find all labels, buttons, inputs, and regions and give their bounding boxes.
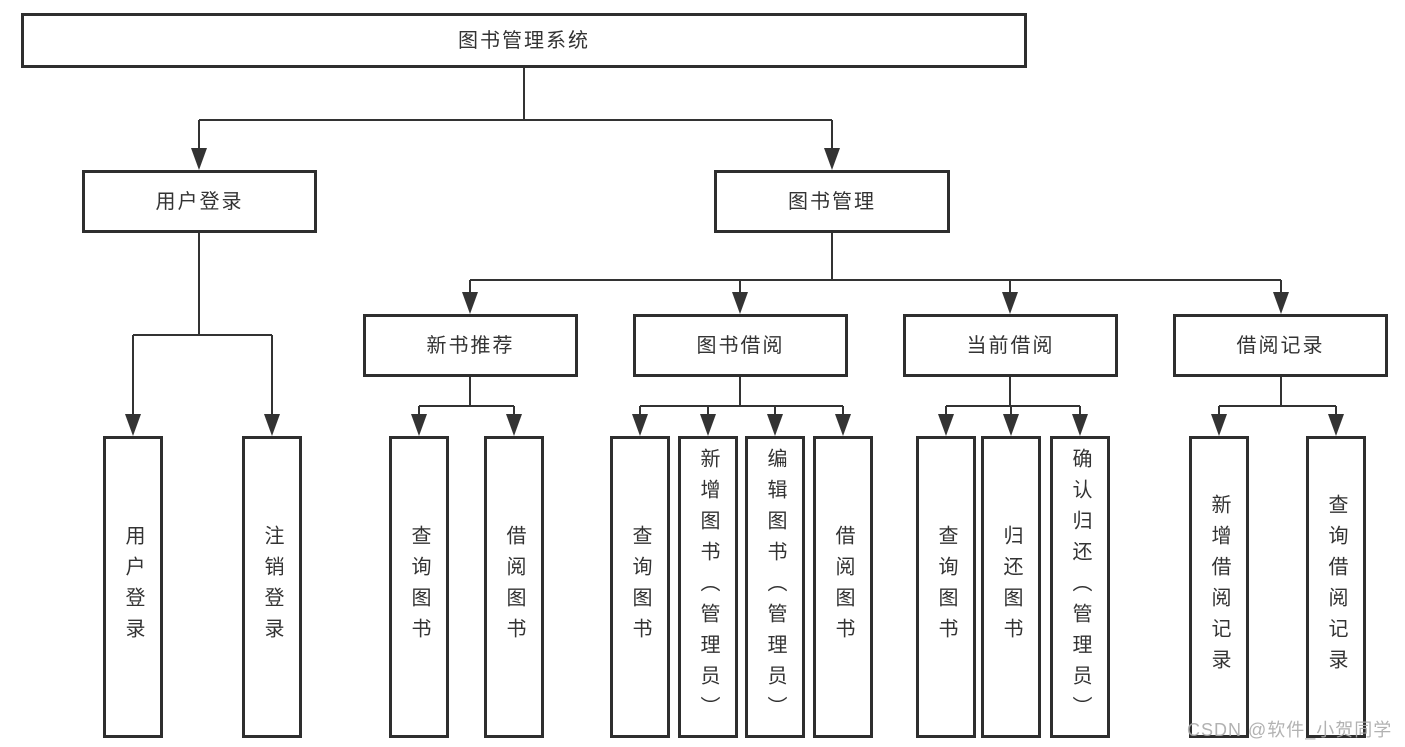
arrow-down-icon — [506, 414, 522, 436]
edge-line — [198, 68, 833, 150]
node-book-borrow: 图书借阅 — [633, 314, 848, 377]
node-book-mgmt: 图书管理 — [714, 170, 950, 233]
node-nb-borrow-books: 借阅图书 — [484, 436, 544, 738]
node-cb-return-books: 归还图书 — [981, 436, 1041, 738]
arrow-down-icon — [835, 414, 851, 436]
edge-line — [1218, 377, 1337, 416]
node-label: 借阅图书 — [503, 525, 525, 649]
watermark: CSDN @软件_小贺同学 — [1187, 720, 1393, 740]
node-bb-borrow-books: 借阅图书 — [813, 436, 873, 738]
node-br-add-record: 新增借阅记录 — [1189, 436, 1249, 738]
edge-book-borrow-children — [632, 377, 851, 436]
edge-line — [132, 233, 273, 416]
node-label: 查询图书 — [629, 525, 651, 649]
arrow-down-icon — [191, 148, 207, 170]
node-borrow-records: 借阅记录 — [1173, 314, 1388, 377]
node-label: 查询借阅记录 — [1325, 494, 1347, 680]
node-login: 用户登录 — [103, 436, 163, 738]
node-label: 新增借阅记录 — [1208, 494, 1230, 680]
edge-line — [469, 233, 1282, 294]
node-current-borrow: 当前借阅 — [903, 314, 1118, 377]
arrow-down-icon — [700, 414, 716, 436]
arrow-down-icon — [264, 414, 280, 436]
arrow-down-icon — [1328, 414, 1344, 436]
arrow-down-icon — [824, 148, 840, 170]
arrow-down-icon — [1072, 414, 1088, 436]
edge-current-borrow-children — [938, 377, 1088, 436]
node-label: 归还图书 — [1000, 525, 1022, 649]
node-label: 查询图书 — [408, 525, 430, 649]
edge-borrow-records-children — [1211, 377, 1344, 436]
arrow-down-icon — [732, 292, 748, 314]
node-logout: 注销登录 — [242, 436, 302, 738]
node-br-query-record: 查询借阅记录 — [1306, 436, 1366, 738]
node-label: 借阅图书 — [832, 525, 854, 649]
edge-line — [639, 377, 844, 416]
node-label: 新书推荐 — [426, 334, 515, 357]
node-label: 图书借阅 — [696, 334, 785, 357]
node-label: 当前借阅 — [966, 334, 1055, 357]
arrow-down-icon — [632, 414, 648, 436]
node-label: 图书管理 — [788, 190, 876, 213]
node-label: 编辑图书（管理员） — [764, 447, 786, 727]
edge-book-mgmt-children — [462, 233, 1289, 314]
arrow-down-icon — [462, 292, 478, 314]
edge-new-books-children — [411, 377, 522, 436]
arrow-down-icon — [1211, 414, 1227, 436]
node-label: 借阅记录 — [1236, 334, 1325, 357]
node-bb-edit-books: 编辑图书（管理员） — [745, 436, 805, 738]
edge-root-to-level2 — [191, 68, 840, 170]
arrow-down-icon — [1002, 292, 1018, 314]
arrow-down-icon — [938, 414, 954, 436]
arrow-down-icon — [1003, 414, 1019, 436]
edge-user-login-children — [125, 233, 280, 436]
edge-line — [945, 377, 1081, 416]
node-user-login: 用户登录 — [82, 170, 317, 233]
node-bb-query-books: 查询图书 — [610, 436, 670, 738]
edge-line — [418, 377, 515, 416]
node-root: 图书管理系统 — [21, 13, 1027, 68]
node-label: 确认归还（管理员） — [1069, 447, 1091, 727]
arrow-down-icon — [1273, 292, 1289, 314]
arrow-down-icon — [767, 414, 783, 436]
node-new-books: 新书推荐 — [363, 314, 578, 377]
node-cb-confirm-return: 确认归还（管理员） — [1050, 436, 1110, 738]
node-label: 图书管理系统 — [458, 29, 590, 52]
node-cb-query-books: 查询图书 — [916, 436, 976, 738]
node-bb-add-books: 新增图书（管理员） — [678, 436, 738, 738]
node-label: 用户登录 — [122, 525, 144, 649]
node-label: 新增图书（管理员） — [697, 447, 719, 727]
node-label: 查询图书 — [935, 525, 957, 649]
node-nb-query-books: 查询图书 — [389, 436, 449, 738]
node-label: 注销登录 — [261, 525, 283, 649]
arrow-down-icon — [125, 414, 141, 436]
node-label: 用户登录 — [155, 190, 244, 213]
arrow-down-icon — [411, 414, 427, 436]
